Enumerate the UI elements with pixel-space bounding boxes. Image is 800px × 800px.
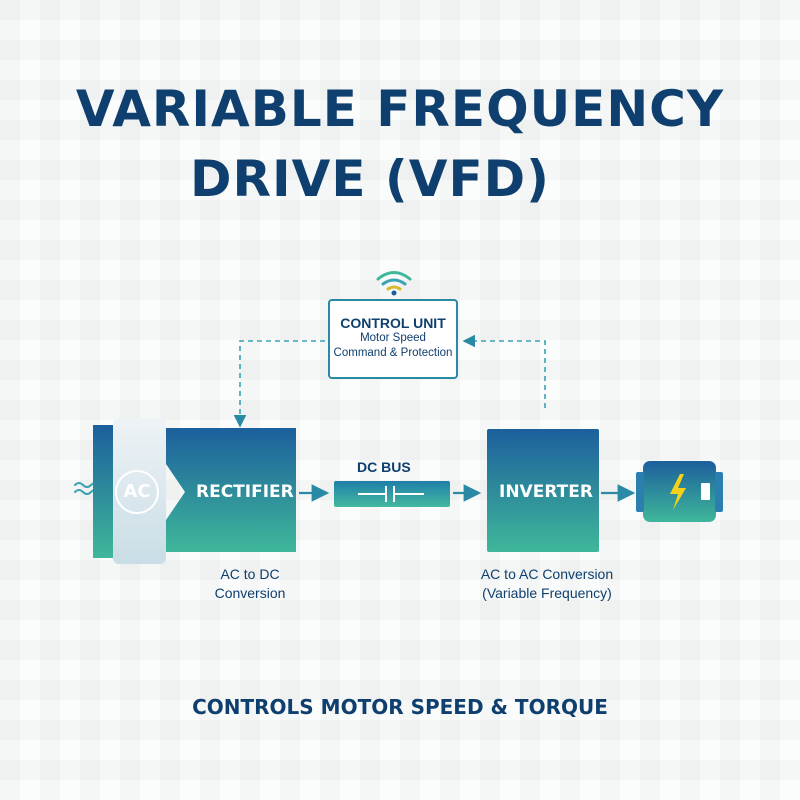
inverter-caption-line-2: (Variable Frequency) — [482, 585, 612, 601]
ac-badge: AC — [115, 470, 159, 514]
control-link-right — [462, 334, 546, 408]
title-line-1: VARIABLE FREQUENCY — [75, 80, 725, 138]
lightning-bolt-icon — [670, 474, 686, 510]
control-link-left — [233, 340, 325, 428]
wifi-signal-icon — [376, 271, 412, 296]
control-unit-line-2: Command & Protection — [333, 347, 453, 359]
footer-text: CONTROLS MOTOR SPEED & TORQUE — [192, 695, 608, 719]
inverter-caption: AC to AC Conversion (Variable Frequency) — [467, 565, 627, 603]
inverter-label: INVERTER — [499, 482, 593, 502]
rectifier-caption: AC to DC Conversion — [200, 565, 300, 603]
dc-bus-bar — [334, 481, 450, 507]
inverter-block — [487, 429, 599, 552]
rectifier-caption-line-2: Conversion — [214, 585, 286, 601]
dc-bus-label: DC BUS — [357, 459, 411, 475]
control-unit-heading: CONTROL UNIT — [340, 315, 446, 331]
motor-block — [636, 461, 723, 522]
rectifier-label: RECTIFIER — [196, 482, 294, 502]
title-line-2: DRIVE (VFD) — [190, 150, 550, 208]
capacitor-icon — [358, 486, 424, 502]
control-unit-box: CONTROL UNIT Motor Speed Command & Prote… — [328, 299, 458, 379]
inverter-caption-line-1: AC to AC Conversion — [480, 566, 614, 582]
rectifier-caption-line-1: AC to DC — [220, 566, 280, 582]
control-unit-line-1: Motor Speed — [360, 332, 426, 344]
